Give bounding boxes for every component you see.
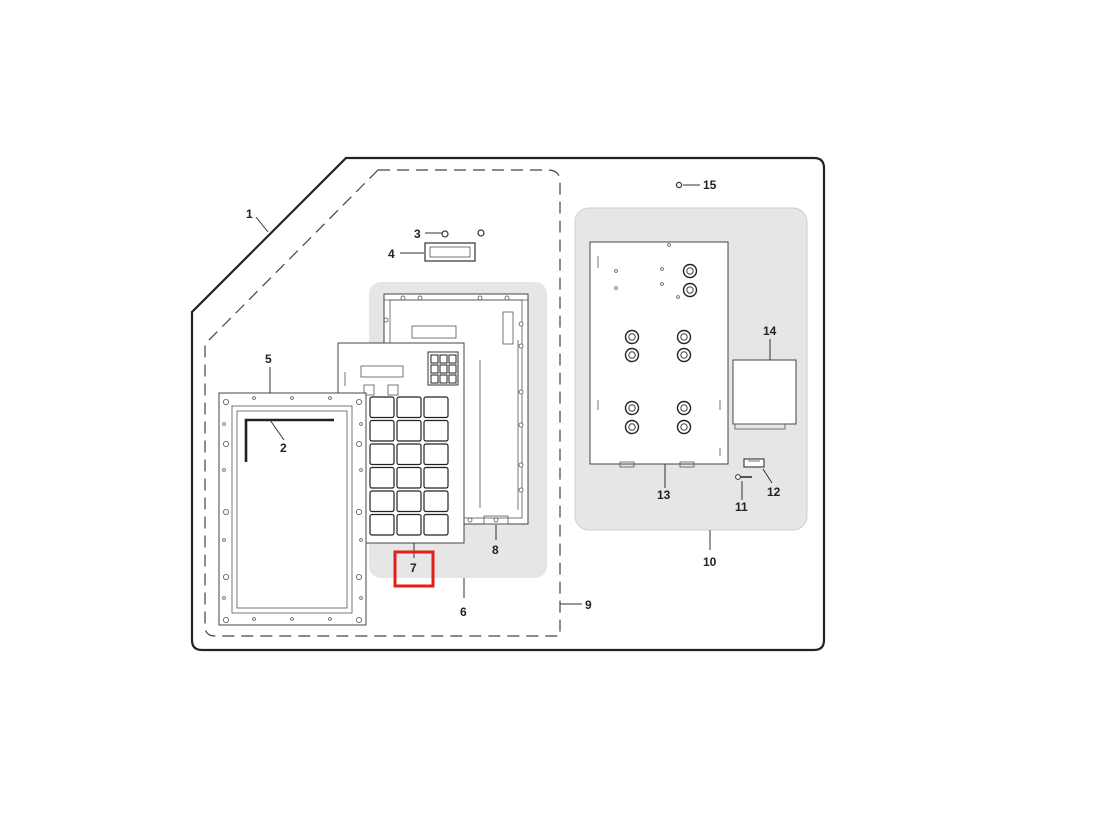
callout-3: 3 [414,227,421,241]
dashed-boundary-9 [204,169,561,637]
cell-slot [369,396,395,419]
cell-slot [423,490,449,513]
callout-2: 2 [280,441,287,455]
keypad-key [430,374,439,384]
keypad-key [430,354,439,364]
cell-slot [396,443,422,466]
callout-12: 12 [767,485,781,499]
control-plate-13 [589,241,729,468]
highlight-box-callout-7 [393,550,435,588]
clip-12 [743,458,765,468]
fastener-15 [675,181,683,189]
callout-15: 15 [703,178,717,192]
callout-14: 14 [763,324,777,338]
callout-6: 6 [460,605,467,619]
keypad-key [448,354,457,364]
keypad-key [448,364,457,374]
screw-3-pair [477,229,485,237]
callout-1: 1 [246,207,253,221]
cell-slot [396,466,422,489]
cell-slot [396,490,422,513]
gasket-2 [244,418,334,462]
callout-9: 9 [585,598,592,612]
cell-slot [423,396,449,419]
keypad-key [439,374,448,384]
cell-slot [423,466,449,489]
cell-slot [423,513,449,536]
box-14 [732,359,797,430]
leader-lines [255,184,773,605]
screw-3 [441,230,449,238]
keypad-key [448,374,457,384]
callout-4: 4 [388,247,395,261]
callout-8: 8 [492,543,499,557]
cell-slot [369,490,395,513]
cell-slot [423,419,449,442]
display-window-4 [424,242,476,262]
cell-slot [423,443,449,466]
callout-11: 11 [735,500,748,514]
front-frame-5 [218,392,367,626]
cell-slot [369,466,395,489]
callout-13: 13 [657,488,671,502]
screw-11 [735,474,752,480]
cell-slot [396,396,422,419]
callout-7: 7 [410,561,417,575]
cell-slot [369,513,395,536]
cell-slot [396,419,422,442]
keypad-key [439,364,448,374]
cell-slot [369,443,395,466]
cell-slot [369,419,395,442]
keypad-key [439,354,448,364]
keypad-key [430,364,439,374]
cell-grid [369,396,449,536]
callout-5: 5 [265,352,272,366]
cell-slot [396,513,422,536]
callout-10: 10 [703,555,717,569]
